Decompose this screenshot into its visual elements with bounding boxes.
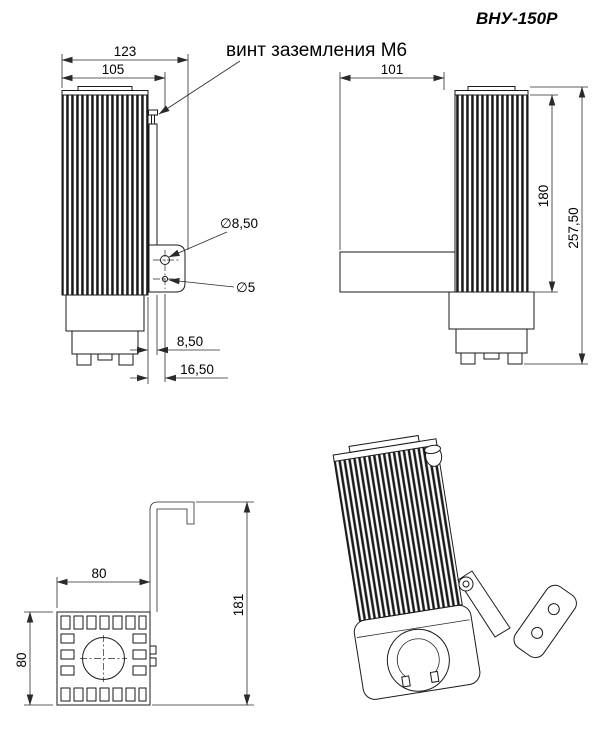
dim-body-width: 105 — [102, 62, 125, 77]
iso-bracket-hole-1 — [547, 603, 560, 616]
front-foot-left — [76, 353, 92, 366]
side-terminal-box — [339, 251, 456, 293]
dim-depth: 101 — [381, 62, 404, 77]
front-heatsink-fins — [61, 94, 149, 296]
dim-total-width: 123 — [114, 44, 137, 59]
side-foot-right — [507, 352, 523, 365]
side-top-cap — [467, 86, 516, 91]
front-top-cap — [77, 86, 133, 91]
iso-top-cap — [348, 434, 420, 453]
side-lower-box — [455, 328, 528, 354]
side-view: 101 180 257,50 — [339, 62, 588, 365]
dim-fins-height: 180 — [536, 185, 551, 208]
side-top-plate — [454, 90, 529, 96]
dim-hole-large: ∅8,50 — [220, 216, 258, 231]
iso-bracket-plate — [513, 584, 577, 659]
top-fin-cells — [60, 615, 147, 702]
side-heatsink-fins — [454, 94, 529, 293]
iso-bracket-hole-2 — [531, 626, 544, 639]
ground-screw-shaft — [151, 114, 155, 125]
iso-view — [332, 434, 577, 700]
dim-bracket-height: 181 — [231, 594, 246, 617]
bracket-strip — [148, 123, 158, 246]
ground-screw-label: винт заземления М6 — [226, 40, 407, 61]
side-foot-left — [460, 352, 476, 365]
side-center-tab — [483, 352, 500, 360]
dim-hole-small: ∅5 — [236, 280, 255, 295]
top-bracket-outline — [149, 501, 195, 612]
top-side-tab-2 — [149, 657, 157, 667]
top-view: 80 80 181 — [14, 501, 254, 706]
iso-clamp-tab-right — [429, 670, 440, 683]
dim-top-width: 80 — [91, 566, 106, 581]
ground-screw-head — [148, 109, 158, 116]
front-foot-right — [118, 353, 134, 366]
iso-body — [332, 434, 481, 700]
top-side-tab-1 — [149, 645, 157, 655]
side-junction-box — [448, 291, 535, 330]
front-junction-box — [65, 294, 145, 332]
drawing-title: ВНУ-150Р — [476, 9, 558, 28]
front-view: 123 105 винт заземления М6 ∅8,50 ∅5 8,50… — [61, 40, 407, 384]
iso-clamp-tab-left — [401, 675, 411, 688]
iso-clamp-opening — [396, 638, 440, 679]
dim-offset-large: 16,50 — [180, 362, 214, 377]
iso-heatsink-fins — [333, 444, 463, 622]
dim-offset-small: 8,50 — [177, 334, 203, 349]
dim-total-height: 257,50 — [566, 207, 581, 248]
front-center-tab — [97, 353, 113, 361]
front-top-plate — [61, 90, 149, 96]
front-lower-box — [71, 330, 139, 355]
dim-top-depth: 80 — [14, 652, 29, 667]
